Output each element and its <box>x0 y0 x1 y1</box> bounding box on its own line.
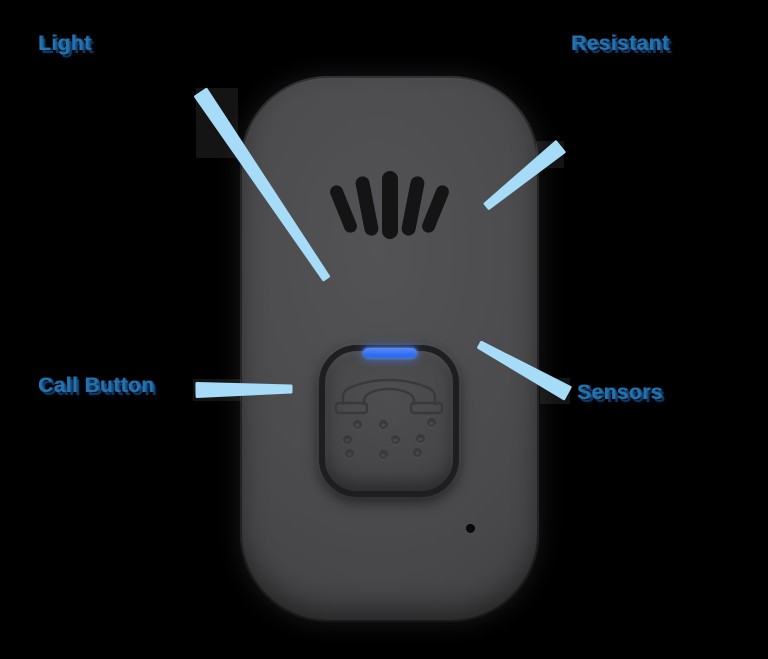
label-sensors: Sensors <box>577 381 663 404</box>
phone-handset-icon <box>334 378 444 415</box>
label-call-button: Call Button <box>38 374 155 397</box>
speaker-slot <box>354 175 380 237</box>
emboss-dot <box>345 449 354 458</box>
microphone-hole <box>466 524 475 533</box>
emboss-dot <box>379 420 388 429</box>
led-indicator <box>363 348 417 358</box>
speaker-slot <box>328 183 359 235</box>
emboss-dot <box>379 450 388 459</box>
emboss-dot <box>427 418 436 427</box>
glow-artifact <box>540 378 570 404</box>
emboss-dot <box>413 448 422 457</box>
glow-artifact <box>196 88 238 158</box>
glow-artifact <box>536 141 564 168</box>
label-resistant: Resistant <box>571 32 670 55</box>
device-body <box>240 76 539 622</box>
emboss-dot <box>343 435 352 444</box>
glow-artifact <box>193 379 241 401</box>
label-light: Light <box>38 32 92 55</box>
emboss-dot <box>353 420 362 429</box>
speaker-slot <box>420 183 451 235</box>
emboss-dot <box>416 434 425 443</box>
speaker-slot <box>382 171 398 239</box>
emboss-dot <box>391 435 400 444</box>
